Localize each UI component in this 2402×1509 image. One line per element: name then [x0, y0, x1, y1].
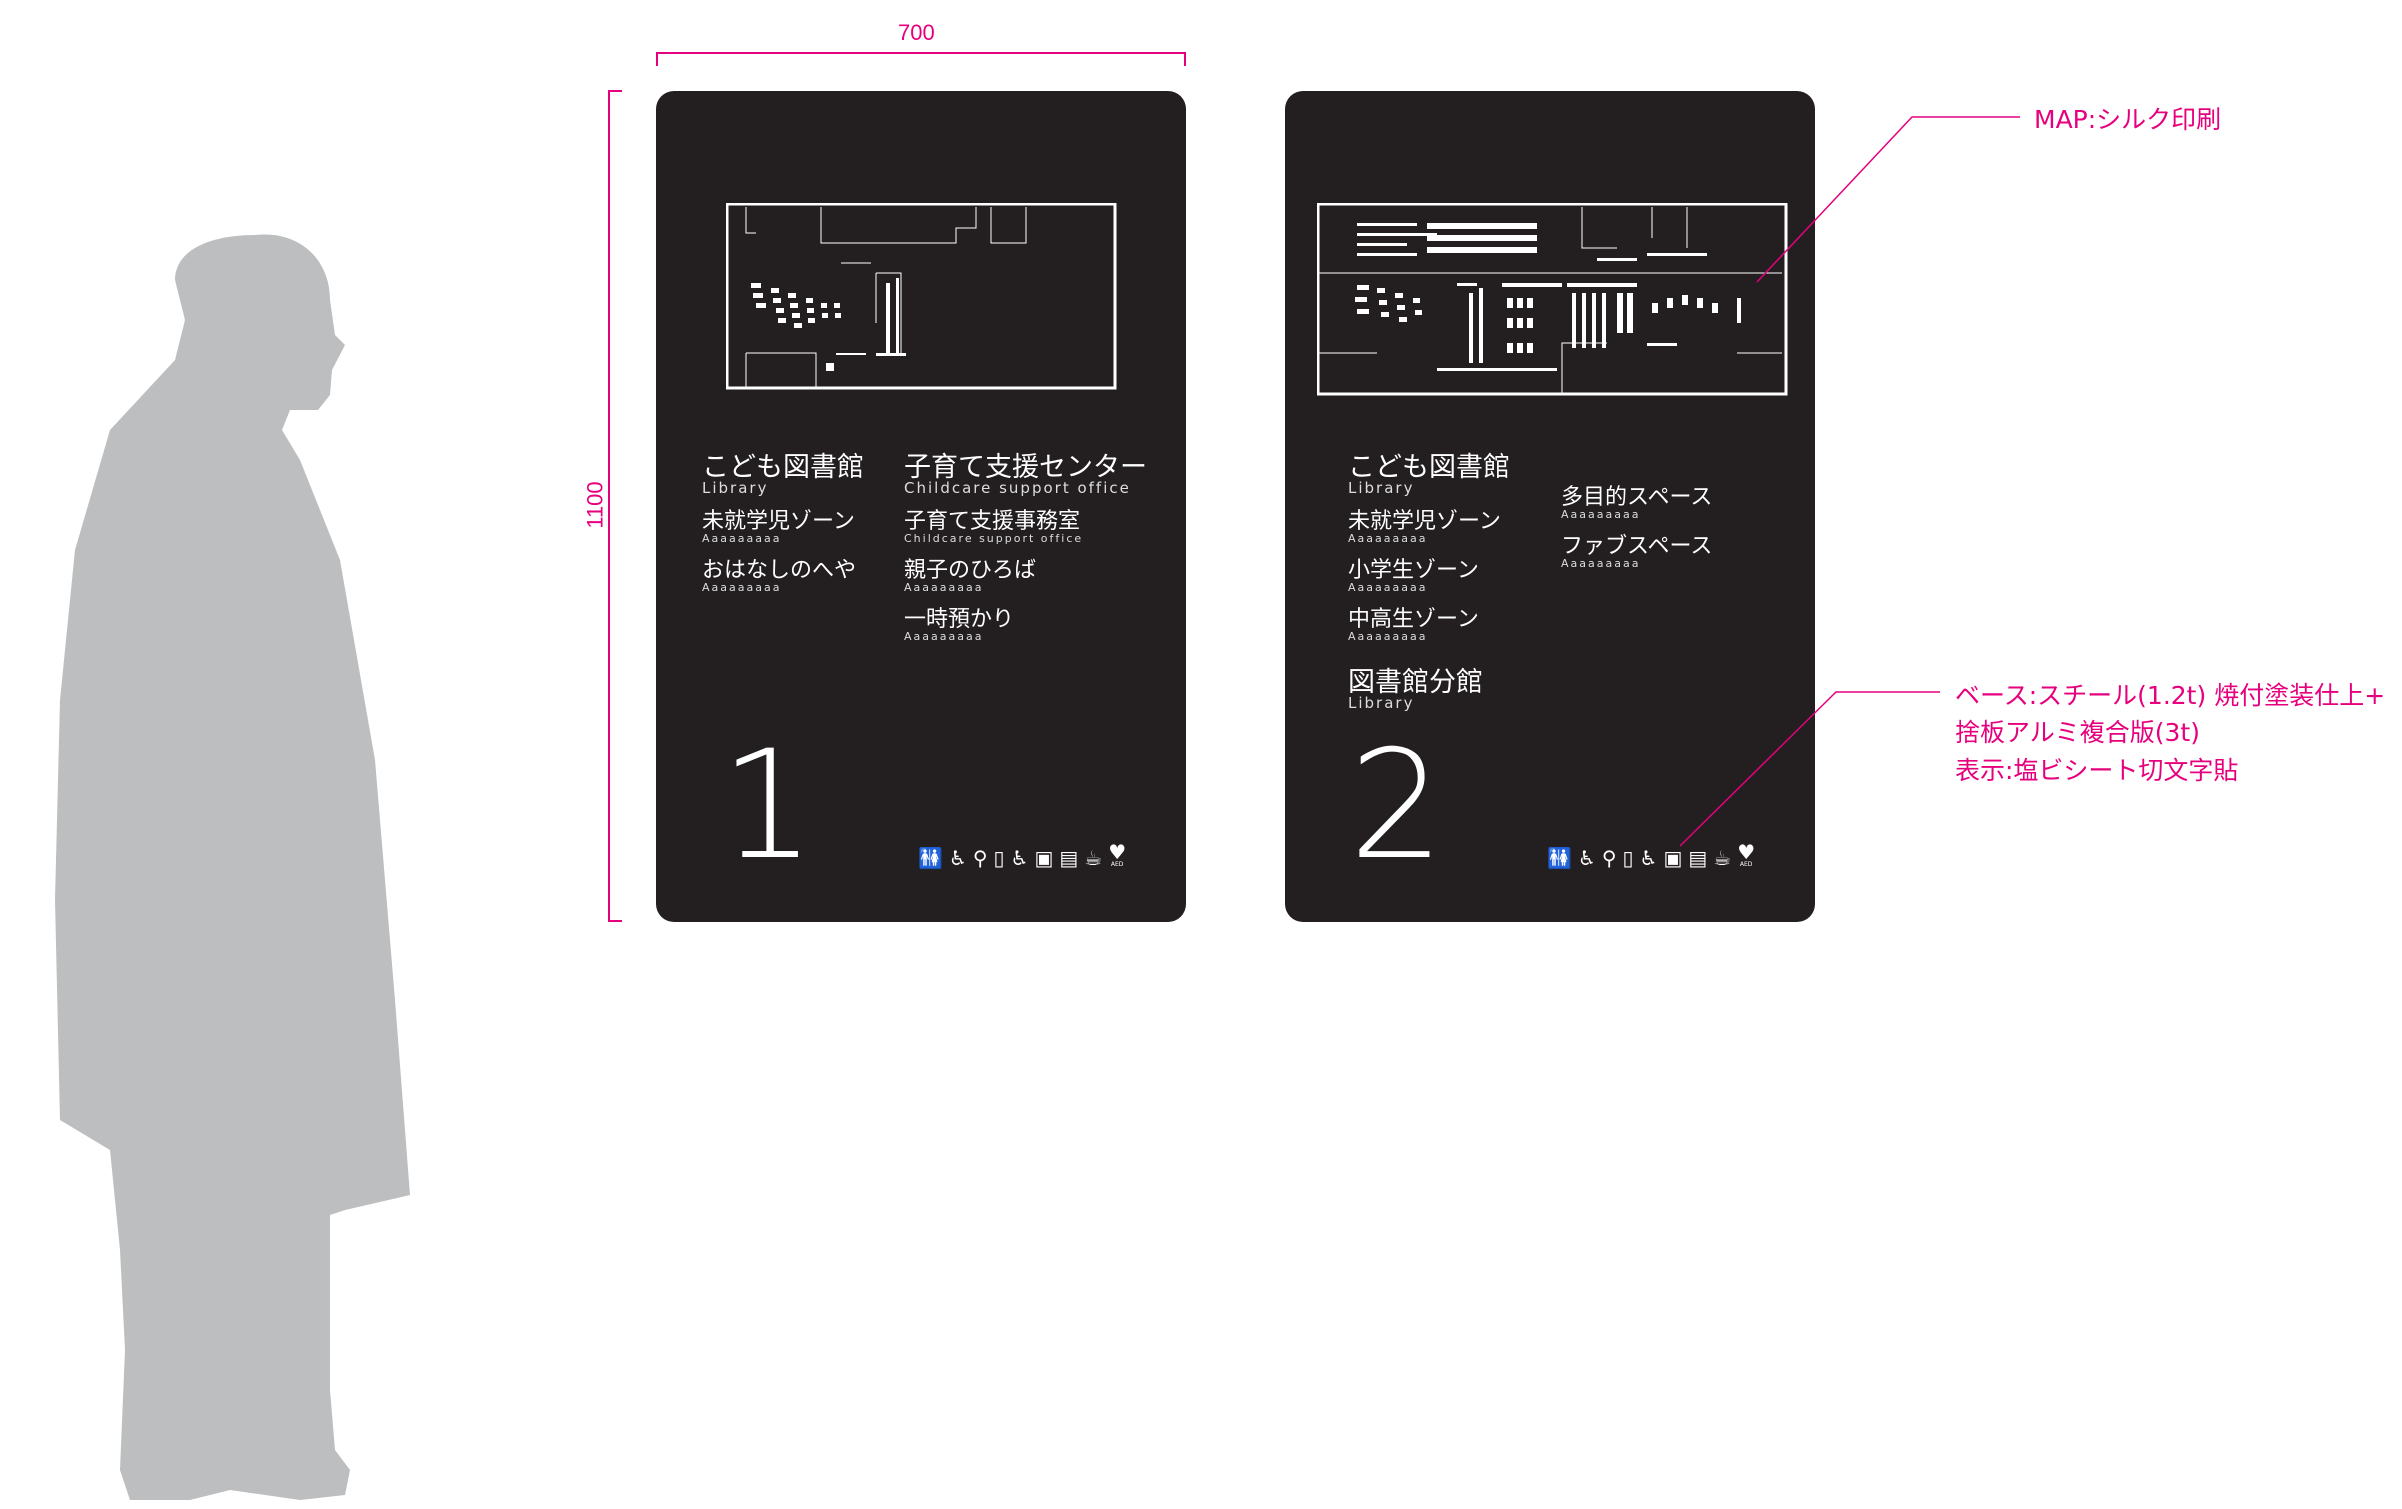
base-annotation-line3: 表示:塩ビシート切文字貼: [1955, 756, 2239, 785]
panel2-left-item-en: Aaaaaaaaa: [1348, 581, 1428, 594]
floor-map-2: [1317, 203, 1788, 396]
panel1-left-title-en: Library: [702, 479, 769, 497]
width-tick-right: [1184, 52, 1186, 66]
panel1-right-item-en: Aaaaaaaaa: [904, 581, 984, 594]
pictogram-row-1: 🚻 ♿ ⚲ ▯ ♿ ▣ ▤ ☕ ♥AED: [918, 842, 1126, 868]
map-annotation: MAP:シルク印刷: [2034, 105, 2222, 134]
stroller-icon: ♿: [1010, 846, 1029, 870]
panel1-left-item: 未就学児ゾーン: [702, 509, 855, 534]
floor-map-1: [726, 203, 1117, 390]
vending-icon: ▤: [1059, 846, 1079, 870]
restroom-icon: 🚻: [918, 846, 943, 870]
aed-icon: ♥AED: [1737, 840, 1756, 868]
width-dimension-label: 700: [898, 20, 935, 45]
panel2-left-item-en: Aaaaaaaaa: [1348, 532, 1428, 545]
sign-panel-2: こども図書館 Library 未就学児ゾーン Aaaaaaaaa 小学生ゾーン …: [1285, 91, 1815, 922]
cafe-icon: ☕: [1084, 846, 1103, 870]
restroom-icon: 🚻: [1547, 846, 1572, 870]
panel2-left-item: 小学生ゾーン: [1348, 558, 1479, 583]
panel2-left-item-en: Aaaaaaaaa: [1348, 630, 1428, 643]
aed-label: AED: [1110, 861, 1124, 868]
panel1-right-title: 子育て支援センター: [904, 452, 1147, 483]
wheelchair-icon: ♿: [1577, 846, 1596, 870]
locker-icon: ▣: [1663, 846, 1683, 870]
panel2-left-item: 未就学児ゾーン: [1348, 509, 1501, 534]
locker-icon: ▣: [1034, 846, 1054, 870]
panel2-right-item-en: Aaaaaaaaa: [1561, 557, 1641, 570]
panel1-right-item: 一時預かり: [904, 607, 1015, 632]
sign-panel-1: こども図書館 Library 未就学児ゾーン Aaaaaaaaa おはなしのへや…: [656, 91, 1186, 922]
panel2-left-item: 中高生ゾーン: [1348, 607, 1479, 632]
aed-label: AED: [1739, 861, 1753, 868]
baby-bottle-icon: ▯: [1622, 846, 1634, 870]
human-silhouette: [55, 234, 410, 1500]
panel2-left-title-en: Library: [1348, 479, 1415, 497]
height-dimension-line: [608, 90, 610, 922]
panel2-left-title: 図書館分館: [1348, 667, 1483, 698]
vending-icon: ▤: [1688, 846, 1708, 870]
width-dimension-line: [656, 52, 1186, 54]
height-tick-top: [608, 90, 622, 92]
panel2-left-title-en: Library: [1348, 694, 1415, 712]
panel1-right-item-en: Childcare support office: [904, 532, 1084, 545]
stroller-icon: ♿: [1639, 846, 1658, 870]
base-annotation-line2: 捨板アルミ複合版(3t): [1955, 718, 2200, 747]
wheelchair-icon: ♿: [948, 846, 967, 870]
panel1-left-title: こども図書館: [702, 452, 864, 483]
floor-number-1: 1: [720, 719, 816, 893]
baby-bottle-icon: ▯: [993, 846, 1005, 870]
panel2-right-item: 多目的スペース: [1561, 485, 1713, 510]
width-tick-left: [656, 52, 658, 66]
base-annotation-line1: ベース:スチール(1.2t) 焼付塗装仕上+: [1955, 681, 2386, 710]
panel1-right-item: 子育て支援事務室: [904, 509, 1081, 534]
pictogram-row-2: 🚻 ♿ ⚲ ▯ ♿ ▣ ▤ ☕ ♥AED: [1547, 842, 1755, 868]
panel1-right-title-en: Childcare support office: [904, 479, 1131, 497]
panel1-left-item-en: Aaaaaaaaa: [702, 581, 782, 594]
panel2-right-item: ファブスペース: [1561, 534, 1713, 559]
height-tick-bottom: [608, 920, 622, 922]
panel2-right-item-en: Aaaaaaaaa: [1561, 508, 1641, 521]
panel1-right-item: 親子のひろば: [904, 558, 1037, 583]
panel2-left-title: こども図書館: [1348, 452, 1510, 483]
cafe-icon: ☕: [1713, 846, 1732, 870]
panel1-right-item-en: Aaaaaaaaa: [904, 630, 984, 643]
nursing-icon: ⚲: [1601, 846, 1617, 870]
nursing-icon: ⚲: [972, 846, 988, 870]
panel1-left-item-en: Aaaaaaaaa: [702, 532, 782, 545]
floor-number-2: 2: [1349, 719, 1445, 893]
aed-icon: ♥AED: [1108, 840, 1127, 868]
panel1-left-item: おはなしのへや: [702, 558, 857, 583]
